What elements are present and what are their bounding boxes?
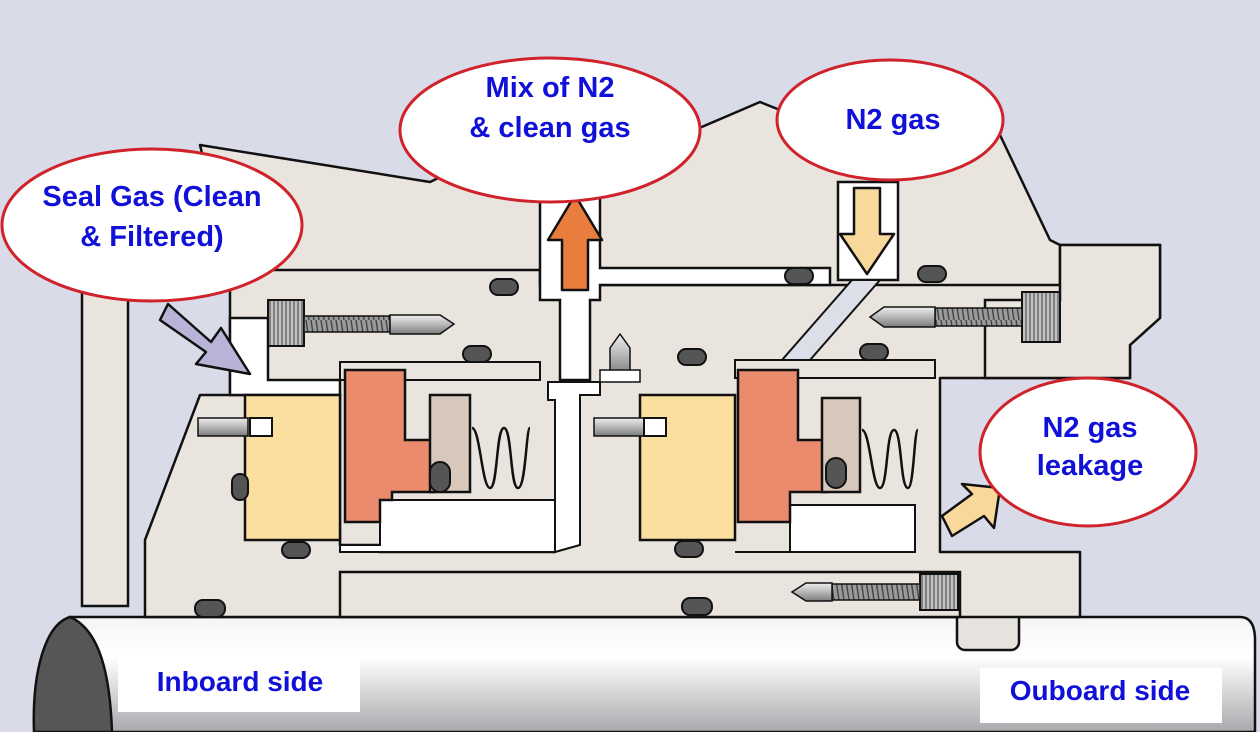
callout-n2-leakage-line2: leakage <box>1037 450 1143 482</box>
left-seal-assembly <box>197 368 532 542</box>
right-groove <box>735 504 916 553</box>
o-ring <box>859 343 889 361</box>
o-ring <box>489 278 519 296</box>
right-spring <box>860 428 920 490</box>
o-ring <box>677 348 707 366</box>
arrow-seal-gas-icon <box>158 302 252 376</box>
arrow-down-icon <box>838 186 896 276</box>
left-seal-face <box>243 393 342 542</box>
o-ring <box>784 267 814 285</box>
center-channel <box>547 381 601 554</box>
outboard-label-box: Ouboard side <box>980 668 1222 723</box>
bolt-upper-right <box>868 291 1061 343</box>
callout-n2-leakage: N2 gas leakage <box>978 376 1198 528</box>
inboard-label: Inboard side <box>157 666 323 697</box>
bolt-upper-left <box>267 299 456 347</box>
arrow-up-icon <box>546 193 604 292</box>
left-groove <box>339 499 556 553</box>
right-seal-face <box>638 393 737 542</box>
callout-n2-gas-line1: N2 gas <box>845 104 940 136</box>
callout-n2-gas: N2 gas <box>775 58 1005 182</box>
o-ring <box>194 599 226 618</box>
left-drive-pin <box>197 417 249 437</box>
left-spring <box>470 426 532 490</box>
callout-mix-of-n2: Mix of N2 & clean gas <box>398 56 702 204</box>
o-ring <box>429 461 451 493</box>
o-ring <box>281 541 311 559</box>
o-ring <box>674 540 704 558</box>
left-plate <box>80 248 130 608</box>
callout-seal-gas-line1: Seal Gas (Clean <box>42 181 261 213</box>
callout-seal-gas: Seal Gas (Clean & Filtered) <box>0 147 304 303</box>
right-seal-assembly <box>593 368 920 542</box>
o-rings <box>194 265 947 618</box>
bolt-lower-right <box>790 573 959 611</box>
callout-mix-line2: & clean gas <box>469 112 630 144</box>
inboard-label-box: Inboard side <box>118 657 360 712</box>
center-pin <box>599 332 641 383</box>
shaft-end <box>32 615 114 732</box>
o-ring <box>681 597 713 616</box>
o-ring <box>825 457 847 489</box>
right-drive-pin <box>593 417 645 437</box>
outboard-label: Ouboard side <box>1010 675 1190 706</box>
callout-mix-line1: Mix of N2 <box>486 72 615 104</box>
o-ring <box>462 345 492 363</box>
arrow-leakage-icon <box>940 482 1002 538</box>
left-rotor-ring <box>343 368 437 524</box>
o-ring <box>917 265 947 283</box>
o-ring <box>231 473 249 501</box>
callout-n2-leakage-line1: N2 gas <box>1042 412 1137 444</box>
callout-seal-gas-line2: & Filtered) <box>80 221 223 253</box>
